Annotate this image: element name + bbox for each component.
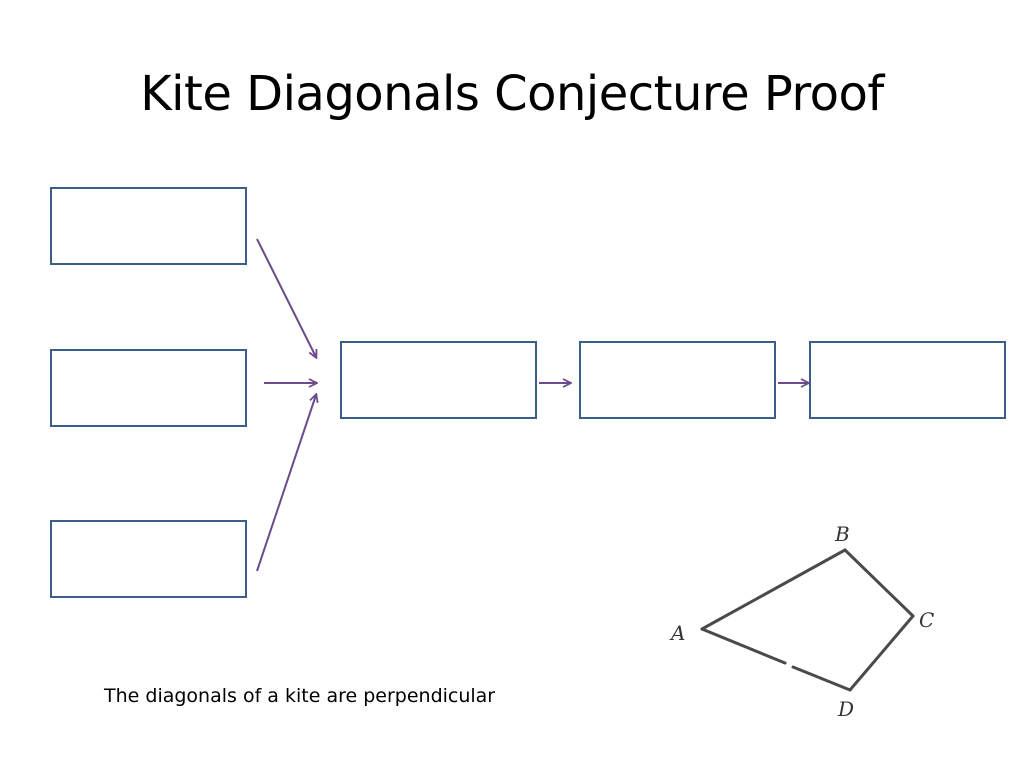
given-box-1[interactable] [50,187,247,265]
vertex-label-d: D [837,697,854,721]
kite-side-bc [843,548,915,618]
given-box-2[interactable] [50,349,247,427]
vertex-label-c: C [919,608,934,632]
vertex-label-a: A [669,621,685,645]
kite-side-cd [848,614,915,692]
arrow-given-3-to-step-1 [256,395,316,572]
kite-side-ab [700,548,847,631]
given-box-3[interactable] [50,520,247,598]
slide-title: Kite Diagonals Conjecture Proof [140,66,884,122]
proof-step-box-3[interactable] [809,341,1006,419]
proof-step-box-2[interactable] [579,341,776,419]
proof-step-box-1[interactable] [340,341,537,419]
kite-side-ad [700,627,787,665]
conjecture-caption: The diagonals of a kite are perpendicula… [104,685,496,707]
vertex-label-b: B [834,522,850,546]
arrow-given-1-to-step-1 [256,238,316,357]
kite-side-ad-lower [791,665,852,692]
